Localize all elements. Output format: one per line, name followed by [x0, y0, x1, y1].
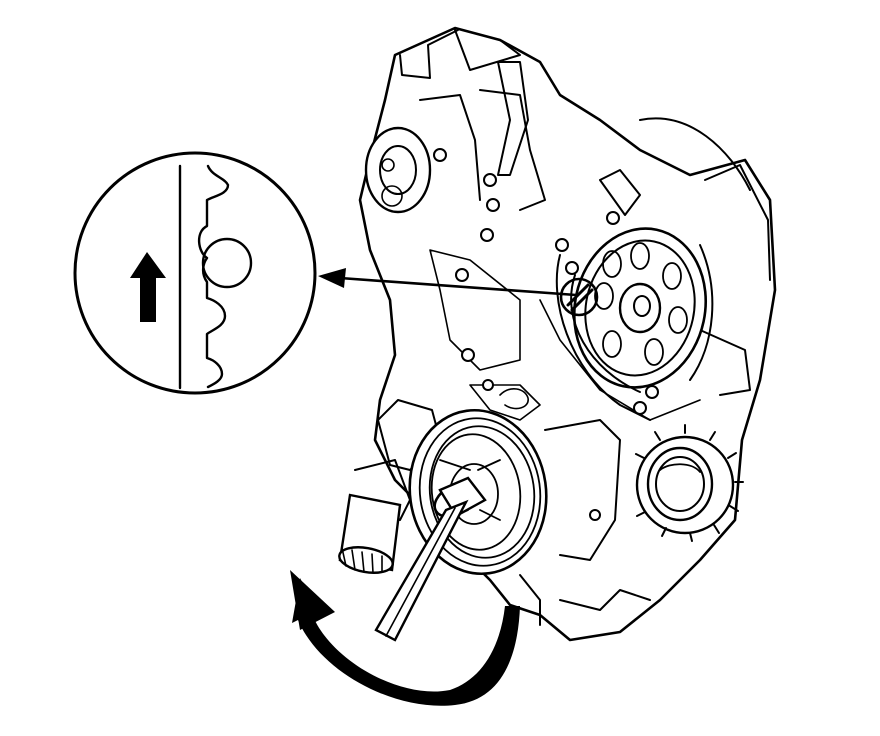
- rotate-clockwise-arrow-icon: [292, 578, 520, 706]
- camshaft-sprocket: [555, 227, 714, 421]
- detail-callout: [73, 151, 317, 395]
- arrow-up-icon: [130, 252, 166, 322]
- reluctor-wheel: [635, 424, 744, 542]
- socket-wrench: [374, 476, 487, 642]
- alignment-mark: [559, 277, 599, 317]
- idler-pulley-upper: [364, 126, 432, 214]
- callout-leader-arrow: [318, 268, 578, 297]
- rotation-arrow: [290, 570, 520, 706]
- engine-block: [354, 26, 777, 642]
- oil-filter: [338, 493, 402, 574]
- bolts: [433, 148, 659, 521]
